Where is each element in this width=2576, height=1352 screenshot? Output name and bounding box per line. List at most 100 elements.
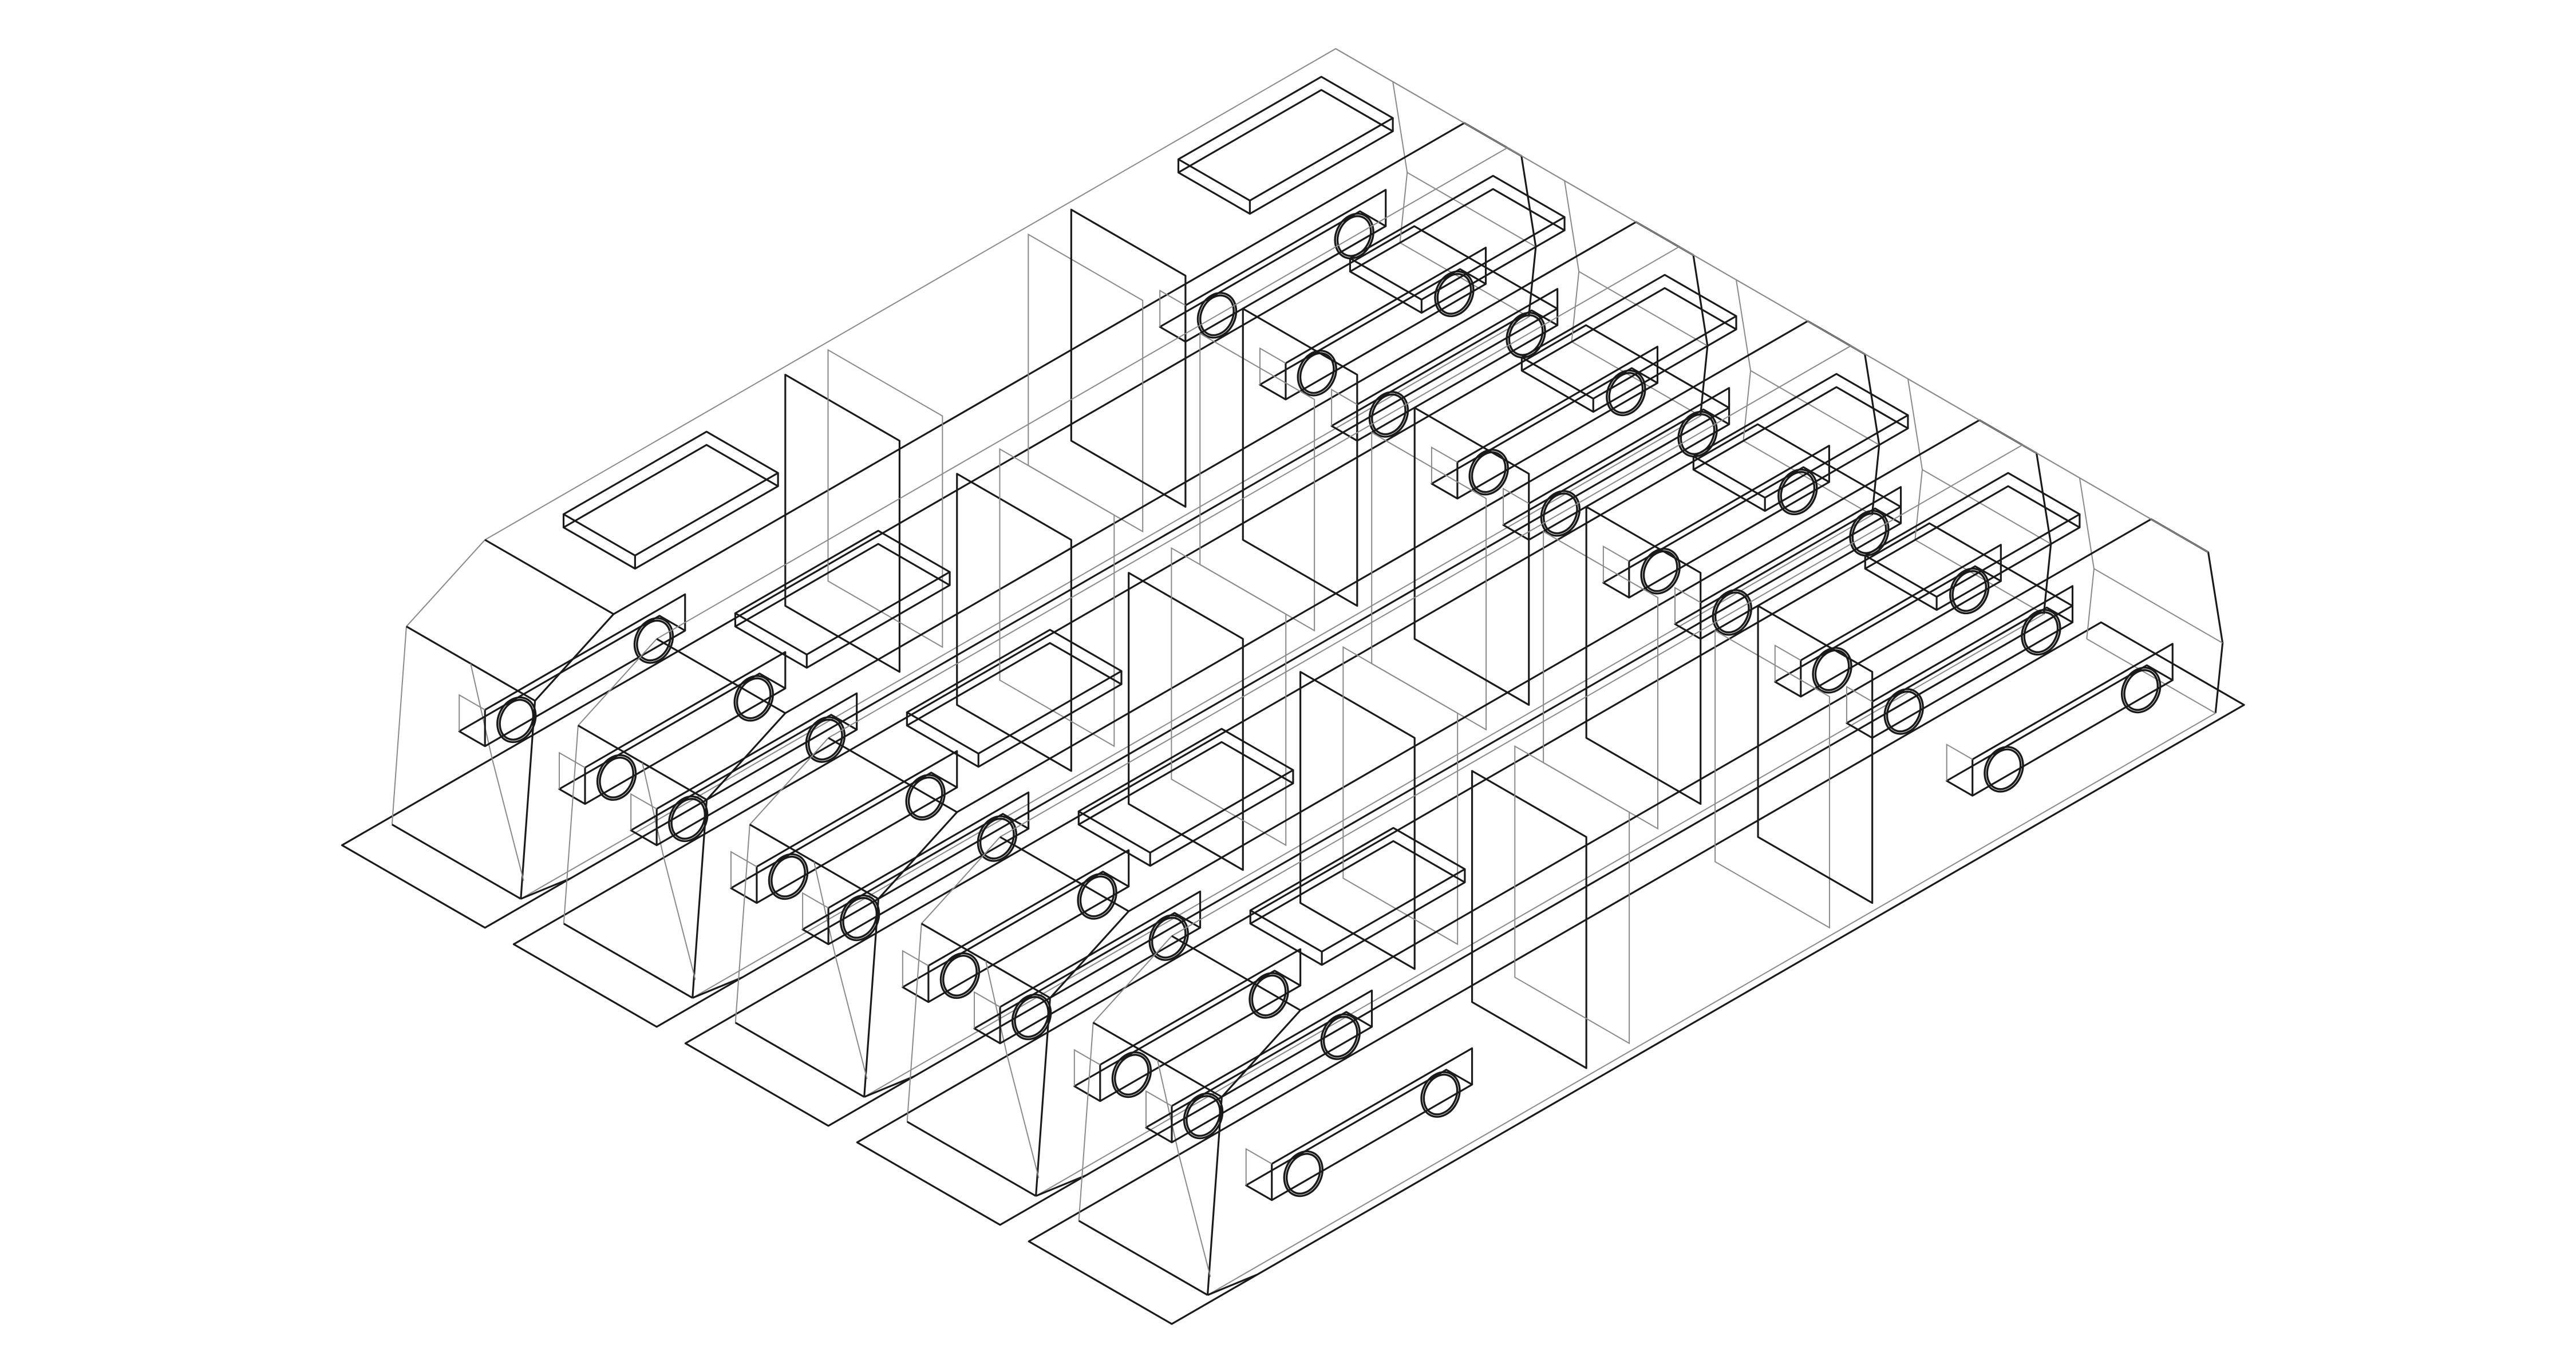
bogie-back <box>974 991 1001 1029</box>
partition <box>956 473 1072 772</box>
wheel-icon <box>1148 914 1189 961</box>
wheel-icon <box>977 815 1018 862</box>
roof-hatch <box>734 543 951 669</box>
wheel-icon <box>771 856 806 898</box>
body-edge <box>828 737 958 813</box>
bogie-side <box>756 750 958 903</box>
bogie-top <box>1259 268 1487 401</box>
body-bottom-edge <box>1036 613 2044 1197</box>
wheel-icon <box>1299 352 1335 394</box>
body-edge <box>484 539 614 615</box>
skirt <box>692 976 743 999</box>
wheel-icon <box>2021 608 2061 656</box>
wheel-icon <box>1606 369 1646 417</box>
partition <box>1299 671 1416 970</box>
roof-hatch <box>1249 840 1466 966</box>
wheel-icon <box>1334 212 1374 260</box>
vehicle <box>684 246 1902 1127</box>
wheel-icon <box>1151 916 1187 959</box>
wheel-icon <box>768 853 809 900</box>
wheel-icon <box>1186 1095 1221 1137</box>
nose-line <box>985 960 1040 1178</box>
wheel-icon <box>1883 688 1924 735</box>
skirt <box>864 1075 915 1098</box>
wheel-icon <box>599 756 634 798</box>
wheel-icon <box>1851 512 1887 554</box>
wheel-icon <box>633 617 674 664</box>
wheel-icon <box>1423 1073 1459 1116</box>
body-edge <box>2093 568 2223 644</box>
bogie-top <box>458 615 686 748</box>
partition <box>1714 629 1830 929</box>
body-far-side <box>391 48 1408 825</box>
partition <box>784 374 900 673</box>
wheel-icon <box>596 754 637 801</box>
wheel-icon <box>668 795 709 843</box>
wheel-icon <box>1777 468 1818 516</box>
wheel-icon <box>1542 492 1578 535</box>
body-bottom-edge <box>1207 713 2216 1296</box>
wheel-icon <box>1199 294 1235 337</box>
bogie-side <box>1356 288 1559 441</box>
wheel-icon <box>907 776 943 819</box>
bogie-side <box>1171 989 1373 1143</box>
bogie-back <box>802 892 829 930</box>
wheel-icon <box>1471 451 1507 493</box>
wheel-icon <box>1283 1150 1323 1197</box>
partition <box>1757 604 1874 904</box>
scene <box>341 48 2245 1325</box>
bogie-back <box>558 752 586 789</box>
ground-plate <box>1028 621 2245 1325</box>
partition <box>1171 547 1287 847</box>
wheel-icon <box>1285 1153 1321 1195</box>
wheel-icon <box>942 955 978 997</box>
bogie-side <box>484 593 686 746</box>
bogie-side <box>1285 247 1487 400</box>
bogie-back <box>1259 347 1286 385</box>
vehicle <box>341 48 1558 929</box>
partition <box>827 349 943 649</box>
bogie-back <box>1674 586 1701 624</box>
wheel-icon <box>1368 391 1409 438</box>
body-edge <box>1392 81 1522 157</box>
bogie-top <box>1159 210 1387 343</box>
bogie-side <box>1871 585 2074 738</box>
vehicle <box>512 147 1730 1028</box>
nose-line <box>470 663 524 881</box>
skirt <box>520 877 571 900</box>
bogie-side <box>1800 544 2002 697</box>
wheel-icon <box>1949 567 1990 615</box>
wheel-icon <box>670 798 706 840</box>
bogie-side <box>927 849 1130 1002</box>
wheel-icon <box>736 677 772 720</box>
wheel-icon <box>1196 292 1238 339</box>
wheel-icon <box>499 699 535 741</box>
wheel-icon <box>2121 666 2162 714</box>
wheel-icon <box>1249 972 1289 1019</box>
skirt <box>1036 1174 1086 1197</box>
wheel-icon <box>1371 393 1406 436</box>
partition <box>1514 745 1630 1045</box>
wheel-icon <box>1540 490 1581 537</box>
bogie-back <box>1145 1090 1172 1128</box>
wheel-icon <box>1814 649 1850 691</box>
wheel-icon <box>1506 311 1546 359</box>
bogie-back <box>1946 743 1973 781</box>
bogie-side <box>999 890 1202 1043</box>
bogie-back <box>730 851 757 888</box>
wheel-icon <box>1640 548 1681 595</box>
wheel-icon <box>1322 1015 1358 1058</box>
bogie-side <box>827 791 1030 944</box>
wheel-icon <box>842 897 878 939</box>
bogie-top <box>1431 367 1659 500</box>
wheel-icon <box>808 718 843 761</box>
wheel-icon <box>733 675 774 722</box>
body-edge <box>1736 279 1866 355</box>
wheel-icon <box>840 894 880 942</box>
bogie-top <box>1846 606 2074 739</box>
nose-line <box>642 762 696 980</box>
wheel-icon <box>1849 509 1890 557</box>
body-edge <box>734 1022 865 1098</box>
wheel-icon <box>939 952 981 999</box>
body-edge <box>2086 638 2216 714</box>
